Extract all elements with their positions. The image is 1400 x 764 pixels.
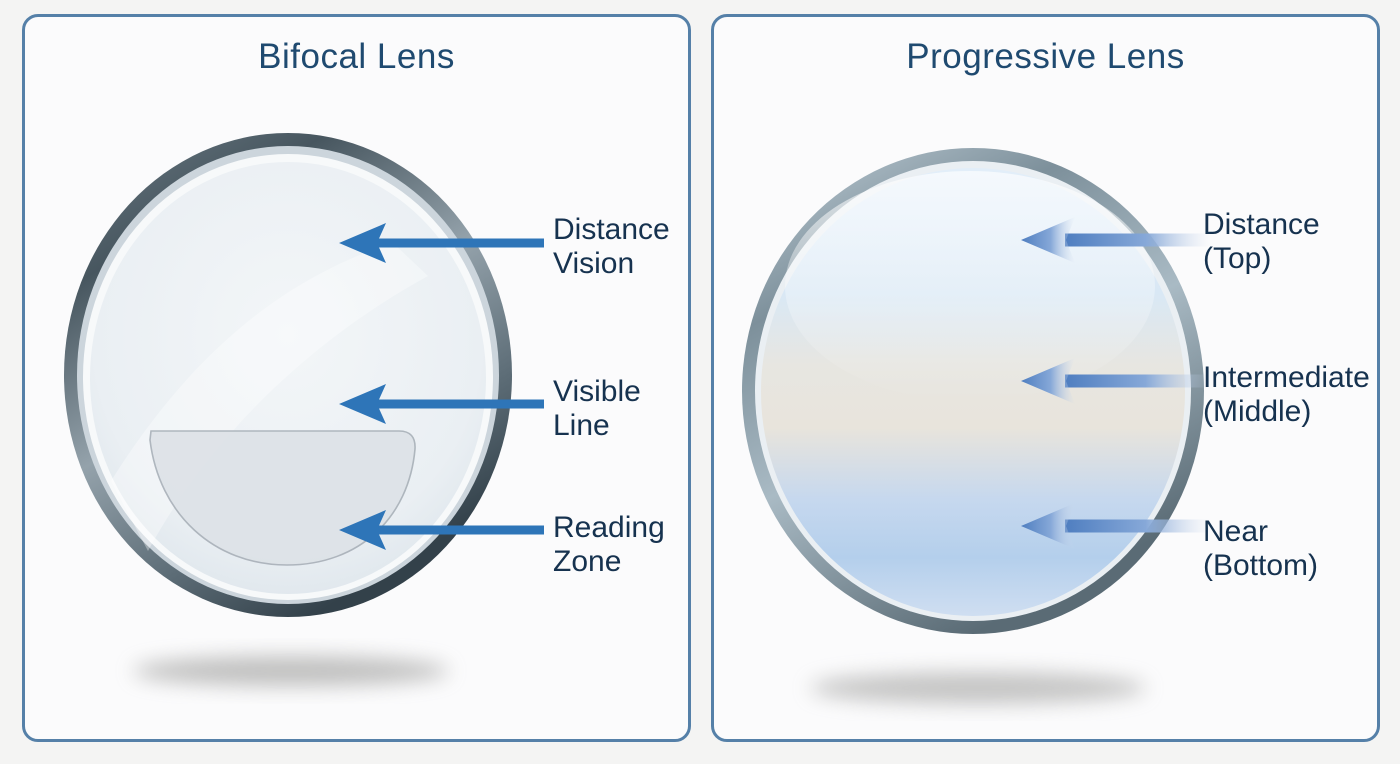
arrow-intermediate-middle-icon bbox=[1021, 358, 1211, 404]
lens-body bbox=[742, 148, 1204, 634]
arrow-distance-top-icon bbox=[1021, 217, 1211, 263]
panel-title-bifocal: Bifocal Lens bbox=[258, 37, 455, 76]
lens-shadow bbox=[810, 672, 1146, 704]
progressive-lens-illustration bbox=[740, 146, 1206, 721]
arrow-distance-vision-icon bbox=[339, 223, 544, 263]
label-distance-top: Distance (Top) bbox=[1203, 208, 1320, 275]
label-reading-zone: Reading Zone bbox=[553, 511, 665, 578]
panel-progressive: Progressive Lens bbox=[711, 14, 1380, 742]
label-near-bottom: Near (Bottom) bbox=[1203, 515, 1319, 582]
arrow-near-bottom-icon bbox=[1021, 503, 1211, 549]
bifocal-lens-illustration bbox=[63, 131, 513, 706]
panel-title-progressive: Progressive Lens bbox=[906, 37, 1185, 76]
lens-shadow bbox=[133, 656, 449, 686]
bifocal-lens-svg bbox=[64, 133, 512, 686]
label-distance-vision: Distance Vision bbox=[553, 213, 670, 280]
label-visible-line: Visible Line bbox=[553, 375, 641, 442]
arrow-visible-line-icon bbox=[339, 384, 544, 424]
panel-bifocal: Bifocal Lens bbox=[22, 14, 691, 742]
progressive-lens-svg bbox=[742, 148, 1204, 704]
label-intermediate-middle: Intermediate (Middle) bbox=[1203, 361, 1370, 428]
arrow-reading-zone-icon bbox=[339, 510, 544, 550]
